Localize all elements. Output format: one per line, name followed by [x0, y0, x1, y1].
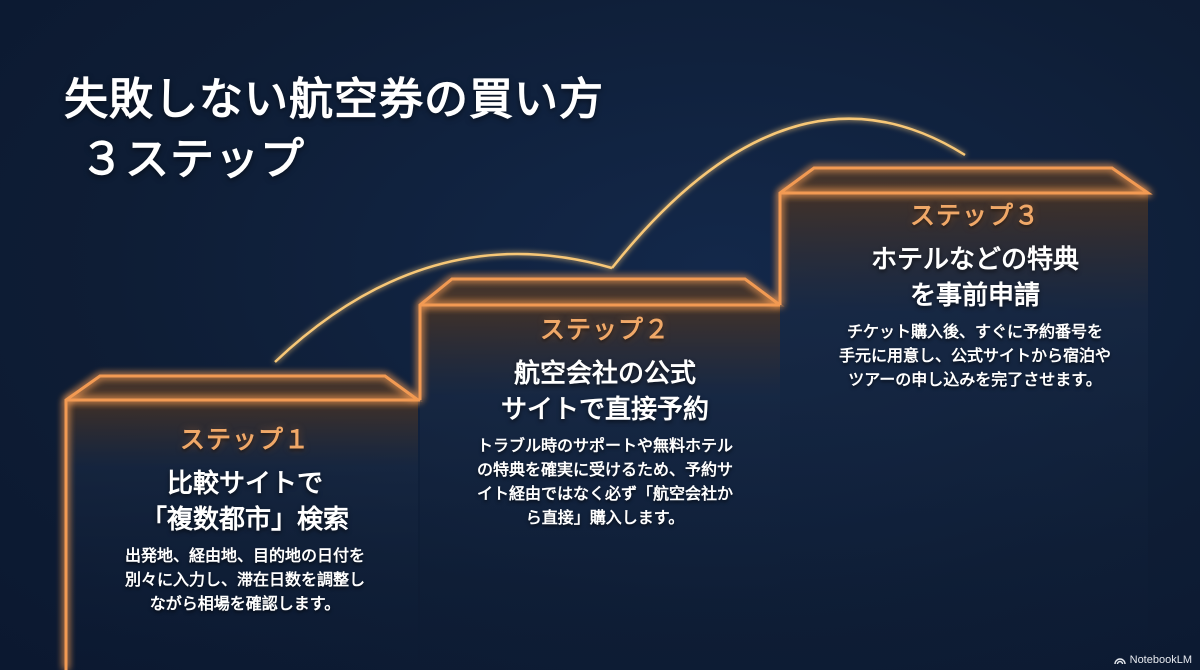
step-3-description-line: ツアーの申し込みを完了させます。 [848, 370, 1102, 389]
step-1-description-line: 出発地、経由地、目的地の日付を [124, 546, 365, 565]
step-2-block [418, 277, 785, 670]
step-1-description-line: 別々に入力し、滞在日数を調整し [124, 570, 365, 589]
brand-name: NotebookLM [1129, 654, 1192, 666]
title-line-2: ３ステップ [80, 134, 305, 185]
step-1-label: ステップ１ [179, 425, 310, 454]
step-2-description-line: の特典を確実に受けるため、予約サ [476, 460, 733, 479]
step-3-description-line: チケット購入後、すぐに予約番号を [846, 322, 1103, 341]
step-3-block [778, 166, 1153, 670]
step-1-block [64, 374, 423, 670]
step-2-description-line: トラブル時のサポートや無料ホテル [476, 436, 733, 455]
step-2-heading: 航空会社の公式 サイトで直接予約 [430, 356, 780, 428]
brand-watermark: NotebookLM [1113, 654, 1192, 666]
step-3-heading: ホテルなどの特典 を事前申請 [795, 242, 1155, 314]
step-3-heading-line-1: ホテルなどの特典 [870, 245, 1079, 275]
step-3-label: ステップ３ [909, 201, 1040, 230]
progress-arc [274, 117, 966, 363]
step-2-description-line: ら直接」購入します。 [525, 508, 685, 527]
step-1: ステップ１ 比較サイトで 「複数都市」検索 出発地、経由地、目的地の日付を 別々… [70, 420, 420, 616]
step-3-description: チケット購入後、すぐに予約番号を 手元に用意し、公式サイトから宿泊や ツアーの申… [795, 320, 1155, 392]
step-2-heading-line-2: サイトで直接予約 [500, 395, 709, 425]
step-2-label: ステップ２ [539, 315, 670, 344]
step-2: ステップ２ 航空会社の公式 サイトで直接予約 トラブル時のサポートや無料ホテル … [430, 310, 780, 530]
step-3-description-line: 手元に用意し、公式サイトから宿泊や [838, 346, 1111, 365]
step-1-description-line: ながら相場を確認します。 [149, 594, 341, 613]
step-1-heading-line-2: 「複数都市」検索 [140, 505, 349, 535]
title-line-1: 失敗しない航空券の買い方 [64, 74, 604, 125]
step-3: ステップ３ ホテルなどの特典 を事前申請 チケット購入後、すぐに予約番号を 手元… [795, 196, 1155, 392]
step-2-description-line: イト経由ではなく必ず「航空会社か [476, 484, 733, 503]
step-1-heading-line-1: 比較サイトで [166, 469, 323, 499]
notebooklm-logo-icon [1113, 658, 1126, 665]
step-2-heading-line-1: 航空会社の公式 [513, 359, 696, 389]
step-2-description: トラブル時のサポートや無料ホテル の特典を確実に受けるため、予約サ イト経由では… [430, 434, 780, 530]
step-3-heading-line-2: を事前申請 [909, 281, 1040, 311]
step-1-heading: 比較サイトで 「複数都市」検索 [70, 466, 420, 538]
step-1-description: 出発地、経由地、目的地の日付を 別々に入力し、滞在日数を調整し ながら相場を確認… [70, 544, 420, 616]
page-title: 失敗しない航空券の買い方 ３ステップ [64, 70, 604, 190]
